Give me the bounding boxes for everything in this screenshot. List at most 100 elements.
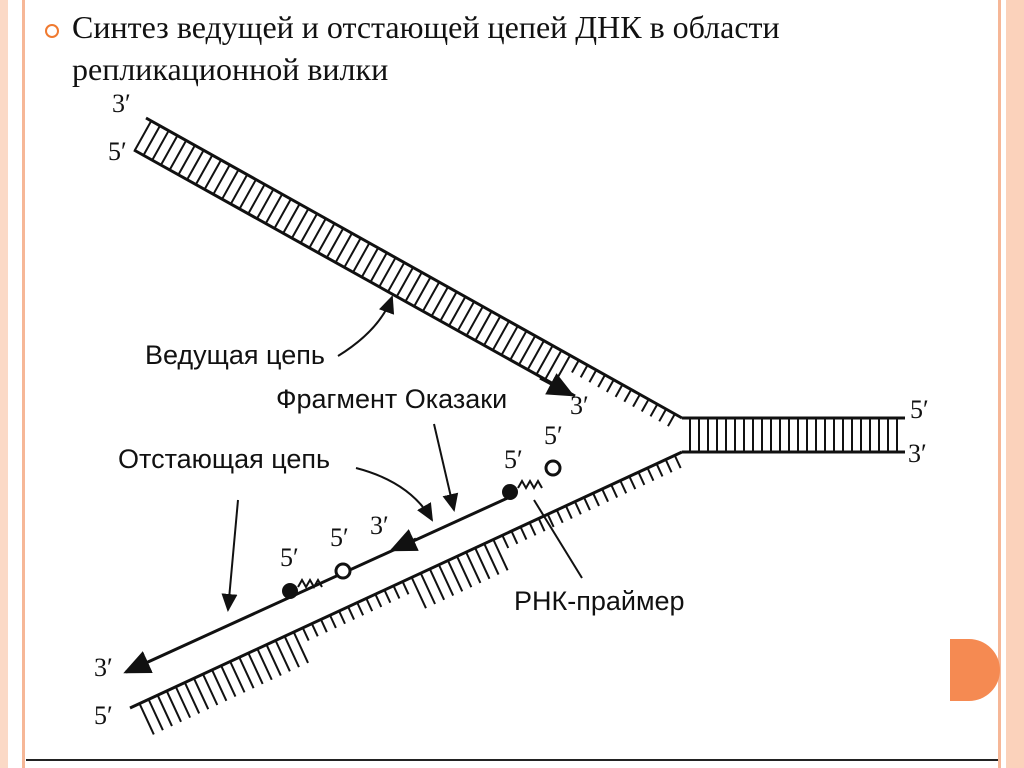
base-pair-rung (597, 374, 606, 388)
base-pair-rung (347, 606, 355, 620)
base-pair-rung (386, 262, 406, 293)
base-pair-rung (290, 208, 310, 240)
leading-pointer (337, 295, 395, 357)
base-pair-rung (606, 379, 615, 393)
base-pair-rung (299, 213, 318, 244)
base-pair-rung (369, 252, 388, 283)
end-top-left-3: 3′ (112, 89, 131, 118)
base-pair-rung (247, 652, 264, 685)
base-pair-rung (667, 413, 676, 427)
base-pair-rung (159, 135, 179, 166)
end-primer2-5b: 5′ (330, 523, 349, 552)
primer-pointer (533, 499, 583, 579)
base-pair-rung (510, 530, 519, 545)
base-pair-rung (212, 164, 231, 196)
base-pair-rung (138, 703, 155, 735)
base-pair-rung (447, 296, 467, 327)
base-pair-rung (528, 522, 537, 536)
base-pair-rung (310, 623, 319, 637)
base-pair-rung (177, 144, 196, 176)
base-pair-rung (395, 266, 414, 298)
base-pair-rung (430, 286, 449, 318)
base-pair-rung (492, 539, 509, 571)
base-pair-rung (220, 665, 237, 697)
base-pair-rung (574, 501, 582, 515)
base-pair-rung (508, 330, 528, 362)
base-pair-rung (601, 488, 609, 503)
base-pair-rung (447, 560, 464, 592)
base-pair-rung (673, 454, 682, 469)
base-pair-rung (456, 301, 475, 332)
base-pair-rung (308, 218, 327, 249)
base-pair-rung (221, 169, 240, 200)
base-pair-rung (646, 467, 655, 482)
bottom-rule (26, 759, 998, 761)
base-pair-rung (632, 393, 641, 408)
base-pair-rung (343, 237, 362, 269)
base-pair-rung (619, 480, 628, 494)
base-pair-rung (537, 518, 546, 532)
base-pair-rung (329, 614, 337, 629)
label-primer: РНК-праймер (514, 586, 685, 616)
base-pair-rung (317, 223, 336, 254)
title-bullet-icon (45, 24, 59, 38)
base-pair-rung (655, 463, 664, 477)
base-pair-rung (211, 669, 228, 702)
base-pair-rung (156, 694, 173, 727)
label-leading: Ведущая цепь (145, 340, 325, 370)
lagging-tip-pointer (221, 499, 239, 612)
right-border-bar (1006, 0, 1024, 768)
base-pair-rung (637, 471, 646, 486)
base-pair-rung (202, 673, 219, 706)
base-pair-rung (649, 403, 659, 417)
base-pair-rung (419, 572, 436, 605)
base-pair-rung (546, 513, 555, 528)
end-primer1-5a: 5′ (504, 445, 523, 474)
base-pair-rung (474, 547, 491, 580)
title-line-2: репликационной вилки (72, 51, 389, 87)
base-pair-rung (238, 179, 257, 210)
lagging-end-arrow (123, 651, 153, 674)
base-pair-rung (491, 320, 510, 352)
base-pair-rung (465, 551, 482, 584)
base-pair-rung (392, 585, 401, 599)
base-pair-rung (465, 306, 484, 337)
base-pair-rung (519, 526, 528, 541)
base-pair-rung (238, 656, 255, 689)
base-pair-rung (456, 555, 473, 588)
base-pair-rung (428, 568, 446, 601)
base-pair-rung (255, 188, 275, 220)
base-pair-rung (583, 497, 591, 511)
base-pair-rung (292, 631, 309, 664)
end-primer1-5b: 5′ (544, 421, 563, 450)
base-pair-rung (437, 564, 455, 597)
base-pair-rung (535, 345, 554, 376)
base-pair-rung (165, 690, 182, 723)
base-pair-rung (610, 484, 619, 498)
end-right-3: 3′ (908, 439, 927, 468)
base-pair-rung (264, 193, 284, 225)
base-pair-rung (356, 602, 365, 616)
base-pair-rung (247, 183, 266, 215)
base-pair-rung (658, 408, 667, 422)
end-top-left-5: 5′ (108, 137, 127, 166)
leading-arrow (539, 373, 575, 397)
base-pair-rung (383, 589, 392, 604)
base-pair-rung (338, 610, 346, 625)
base-pair-rung (256, 648, 273, 681)
base-pair-rung (229, 661, 246, 693)
base-pair-rung (334, 232, 353, 264)
base-pair-rung (482, 315, 502, 347)
base-pair-rung (404, 271, 423, 303)
base-pair-rung (374, 593, 383, 608)
rna-primer-2 (282, 562, 352, 599)
base-pair-rung (351, 242, 371, 274)
base-pair-rung (517, 335, 537, 366)
base-pair-rung (320, 619, 328, 633)
left-border-bar (0, 0, 8, 768)
base-pair-rung (500, 325, 519, 357)
label-lagging: Отстающая цепь (118, 444, 330, 474)
base-pair-rung (151, 130, 170, 161)
base-pair-rung (378, 257, 397, 288)
